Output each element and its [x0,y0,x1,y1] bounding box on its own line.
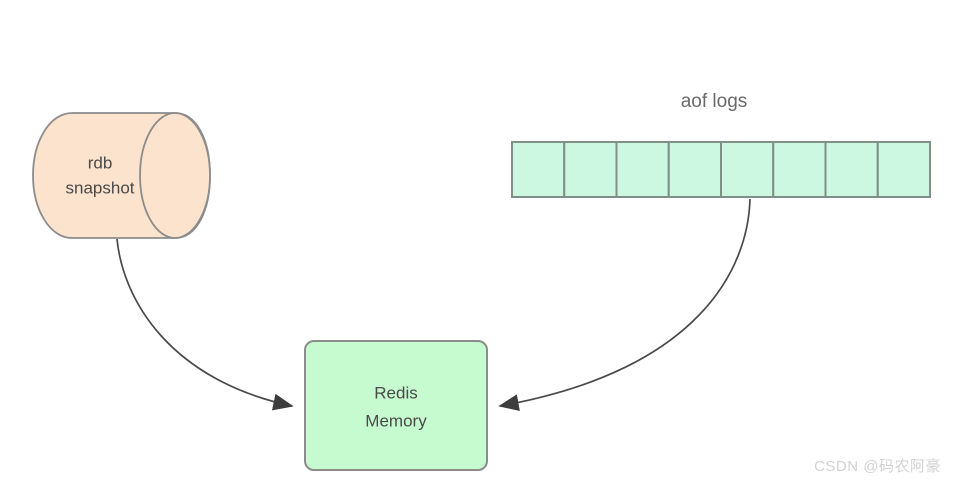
csdn-watermark: CSDN @码农阿豪 [814,458,941,475]
aof-logs-title: aof logs [681,91,748,112]
aof-log-cell[interactable] [824,141,879,198]
redis-memory-rect [304,340,488,471]
aof-logs-array[interactable] [511,141,931,198]
aof-log-cell[interactable] [667,141,722,198]
edge-aof-to-redis [498,198,751,412]
aof-log-cell[interactable] [876,141,931,198]
aof-log-cell[interactable] [563,141,618,198]
aof-log-cell[interactable] [615,141,670,198]
redis-memory-label-line1: Redis [374,383,417,402]
rdb-snapshot-label-line2: snapshot [66,178,135,197]
aof-log-cell[interactable] [720,141,775,198]
rdb-snapshot-label-line1: rdb [88,153,113,172]
aof-log-cell[interactable] [511,141,566,198]
redis-memory-node[interactable]: Redis Memory [304,340,488,471]
edge-rdb-to-redis [116,238,294,411]
redis-memory-label-line2: Memory [365,411,427,430]
rdb-cylinder-cap [139,112,211,239]
aof-log-cell[interactable] [772,141,827,198]
rdb-snapshot-node[interactable]: rdb snapshot [32,112,211,239]
